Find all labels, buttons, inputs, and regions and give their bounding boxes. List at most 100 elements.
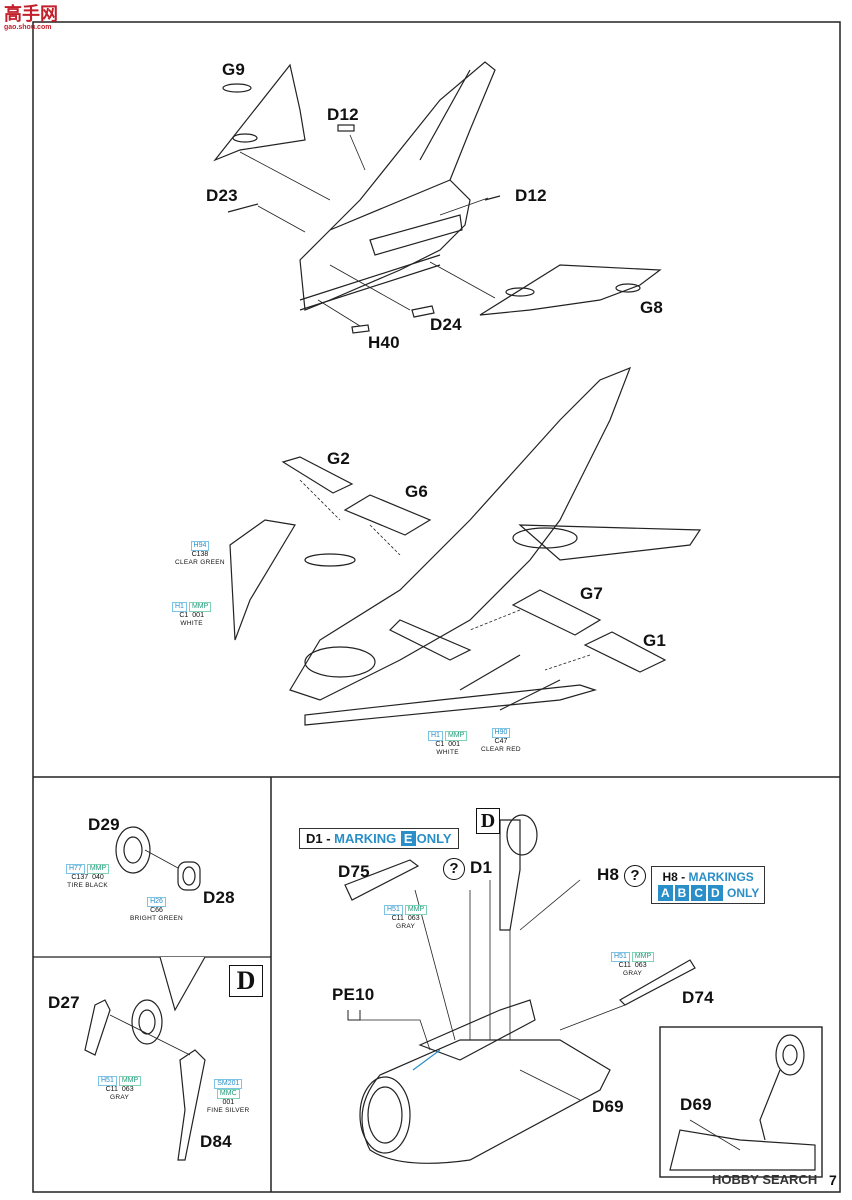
- markings-suffix: ONLY: [727, 886, 760, 900]
- color-c: C66: [150, 907, 163, 914]
- inset-detail: [659, 1026, 823, 1178]
- markings-letter-b: B: [674, 885, 690, 901]
- color-n: 063: [407, 915, 420, 922]
- part-label-d75: D75: [338, 862, 370, 881]
- page-number: 7: [829, 1172, 837, 1188]
- markings-letter-a: A: [658, 885, 673, 901]
- markings-prefix: H8 -: [662, 870, 689, 884]
- color-name: CLEAR RED: [481, 746, 521, 753]
- question-icon-h8: ?: [624, 865, 646, 887]
- color-h: H51: [98, 1076, 117, 1086]
- marking-word: MARKING: [334, 831, 397, 846]
- color-code-fine-silver: SM201 MMC 001 FINE SILVER: [207, 1079, 250, 1115]
- color-h: H1: [172, 602, 187, 612]
- part-label-g7: G7: [580, 584, 604, 603]
- part-label-pe10: PE10: [332, 985, 375, 1004]
- part-label-d1: D1: [470, 858, 493, 877]
- part-label-d24: D24: [430, 315, 462, 334]
- color-c: C138: [191, 551, 209, 558]
- part-label-h8: H8: [597, 865, 620, 884]
- markings-letter-c: C: [691, 885, 707, 901]
- watermark-brand: 高手网: [4, 4, 58, 24]
- color-name: BRIGHT GREEN: [130, 915, 183, 922]
- color-c: C47: [494, 738, 508, 745]
- variant-box-d-left: D: [229, 965, 263, 997]
- marking-suffix: ONLY: [416, 831, 452, 846]
- wheel-drawing: [115, 826, 201, 891]
- part-label-h40: H40: [368, 333, 400, 352]
- color-h: H77: [66, 864, 85, 874]
- color-m: MMP: [86, 864, 110, 874]
- markings-letter-d: D: [708, 885, 723, 901]
- color-n: 040: [92, 874, 104, 881]
- part-label-g6: G6: [405, 482, 429, 501]
- color-n: 001: [448, 741, 460, 748]
- marking-prefix: D1 -: [306, 831, 335, 846]
- markings-word: MARKINGS: [688, 870, 754, 884]
- color-name: WHITE: [436, 749, 459, 756]
- color-name: WHITE: [180, 620, 203, 627]
- color-code-bright-green: H26 C66 BRIGHT GREEN: [130, 897, 183, 923]
- color-c: C1: [435, 741, 445, 748]
- color-c: C11: [618, 962, 631, 969]
- part-label-d74: D74: [682, 988, 714, 1007]
- color-name: GRAY: [110, 1094, 130, 1101]
- top-aircraft-drawing: [213, 61, 662, 334]
- color-c: C1: [179, 612, 189, 619]
- color-c: C11: [391, 915, 404, 922]
- outer-frame: [32, 21, 841, 1193]
- strut-drawing: [84, 999, 206, 1161]
- part-label-g8: G8: [640, 298, 664, 317]
- color-name: TIRE BLACK: [67, 882, 109, 889]
- color-h: H26: [147, 897, 166, 907]
- color-code-clear-red: H90 C47 CLEAR RED: [481, 728, 521, 754]
- middle-aircraft-drawing: [229, 366, 702, 726]
- color-code-clear-green: H94 C138 CLEAR GREEN: [175, 541, 225, 567]
- color-h: H94: [190, 541, 210, 551]
- color-h: H51: [384, 905, 403, 915]
- callout-pointer: [159, 956, 206, 1012]
- variant-box-d-nose: D: [476, 808, 500, 834]
- watermark-url: gao.shou.com: [4, 24, 52, 31]
- color-name: FINE SILVER: [207, 1107, 250, 1114]
- part-label-d84: D84: [200, 1132, 232, 1151]
- color-m: MMP: [404, 905, 428, 915]
- part-label-d23: D23: [206, 186, 238, 205]
- color-m: MMC: [216, 1089, 240, 1099]
- color-name: GRAY: [396, 923, 416, 930]
- color-m: MMP: [631, 952, 655, 962]
- part-label-d28: D28: [203, 888, 235, 907]
- color-m: MMP: [188, 602, 212, 612]
- color-h: H1: [428, 731, 443, 741]
- color-n: 063: [634, 962, 647, 969]
- part-label-d69: D69: [592, 1097, 624, 1116]
- color-n: 001: [192, 612, 204, 619]
- color-m: MMP: [444, 731, 468, 741]
- question-icon-d1: ?: [443, 858, 465, 880]
- part-label-d27: D27: [48, 993, 80, 1012]
- part-label-d69-inset: D69: [680, 1095, 712, 1114]
- part-label-g1: G1: [643, 631, 667, 650]
- color-n: 063: [121, 1086, 134, 1093]
- part-label-d12-right: D12: [515, 186, 547, 205]
- color-h: SM201: [214, 1079, 243, 1089]
- part-label-g9: G9: [222, 60, 246, 79]
- color-name: CLEAR GREEN: [175, 559, 225, 566]
- part-label-g2: G2: [327, 449, 351, 468]
- color-name: GRAY: [623, 970, 643, 977]
- nose-drawing: [344, 814, 696, 1164]
- watermark-bottom: HOBBY SEARCH: [712, 1172, 818, 1187]
- color-m: MMP: [118, 1076, 142, 1086]
- color-n: 001: [222, 1099, 235, 1106]
- color-c: C11: [105, 1086, 118, 1093]
